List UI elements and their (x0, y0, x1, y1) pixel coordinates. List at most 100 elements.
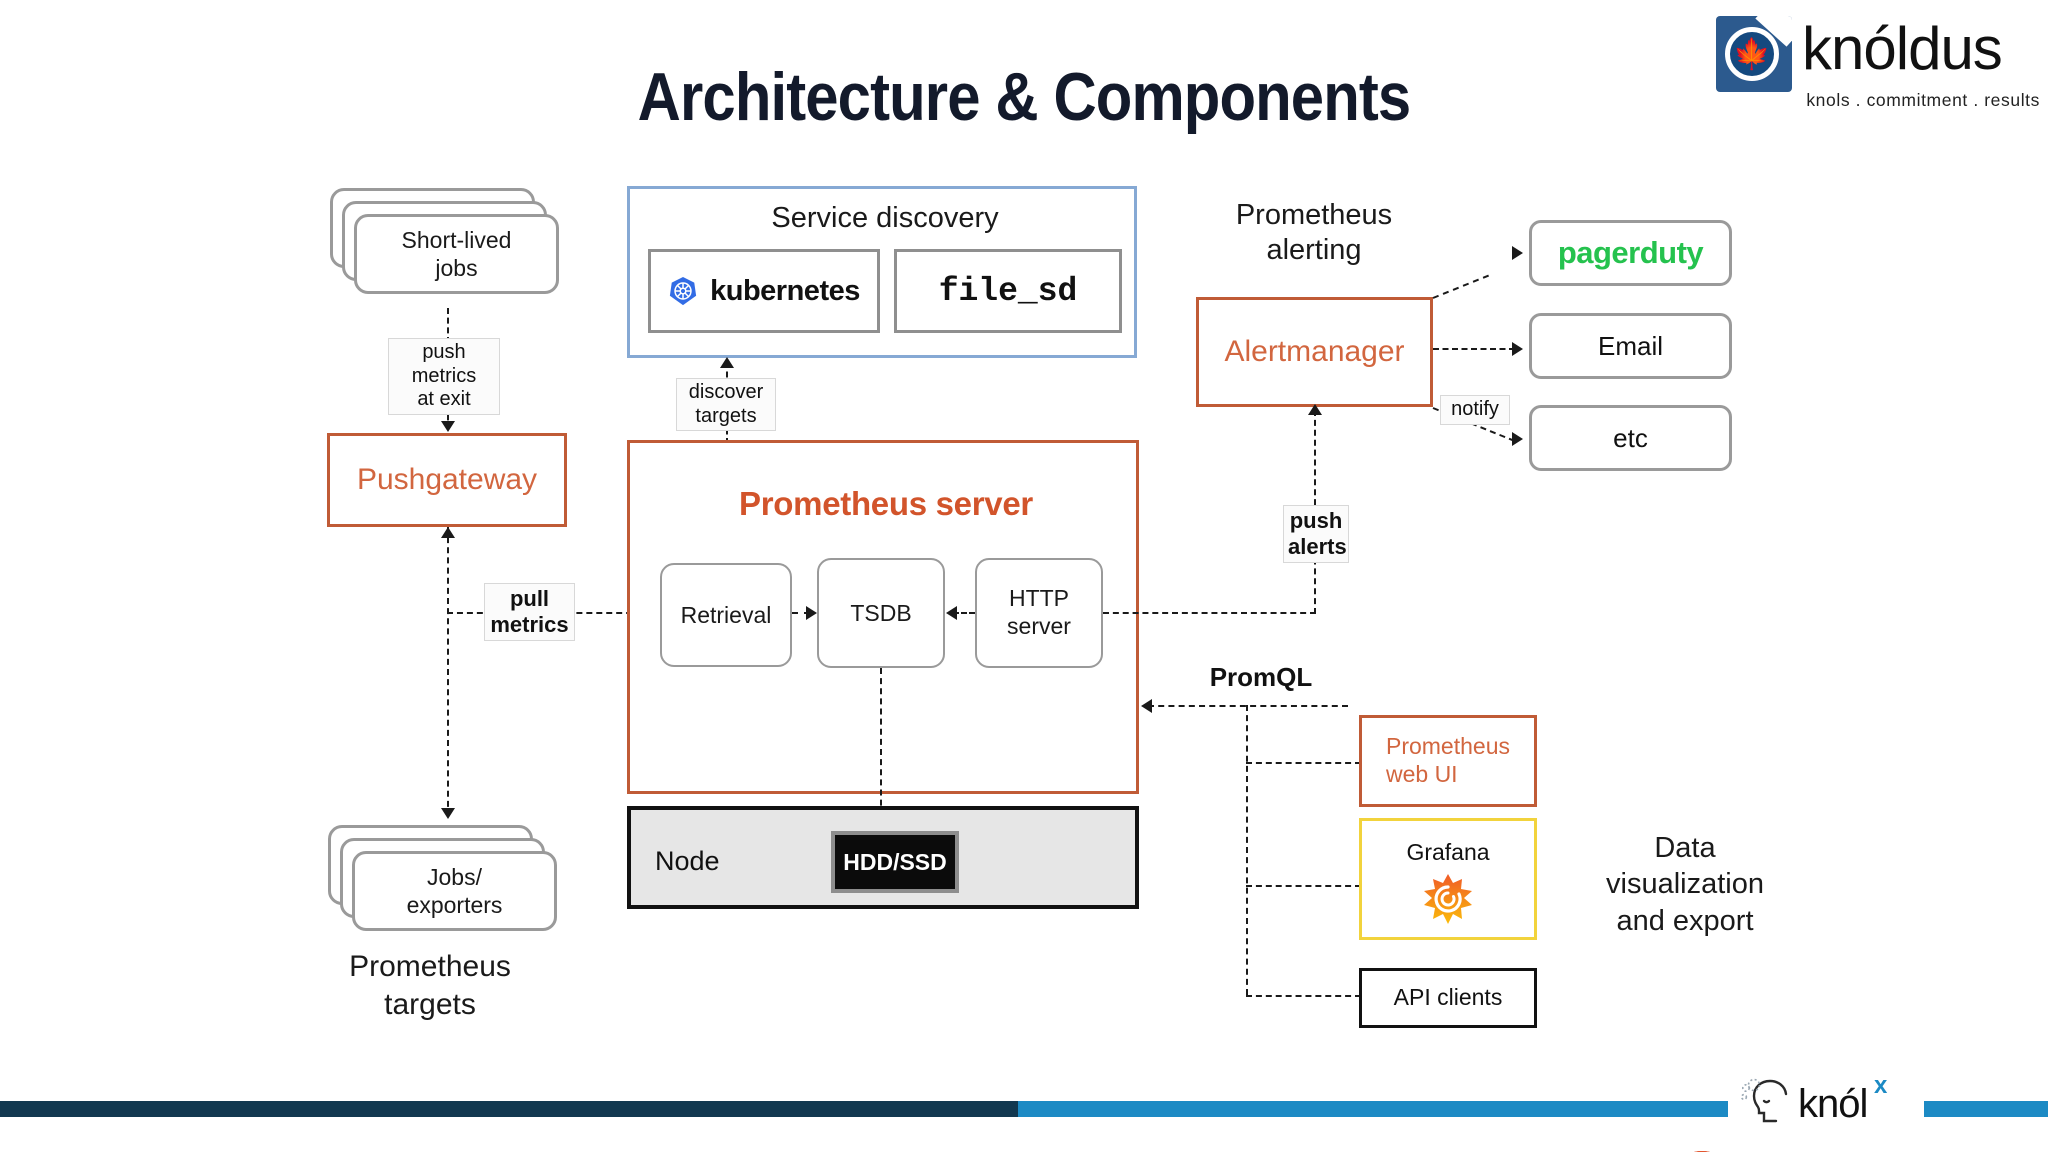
edge-http-to-alerts-horizontal (1103, 612, 1316, 614)
web-ui-line1: Prometheus (1385, 733, 1510, 760)
targets-caption-line1: Prometheus (349, 950, 511, 983)
discover-targets-line2: targets (695, 404, 757, 427)
pushgateway-box[interactable]: Pushgateway (327, 433, 567, 527)
page-title: Architecture & Components (637, 59, 1412, 135)
retrieval-label: Retrieval (680, 601, 772, 628)
arrowhead-right-etc (1512, 432, 1523, 446)
jobs-exporters-line2: exporters (406, 892, 503, 918)
alertmanager-label: Alertmanager (1224, 335, 1405, 368)
kubernetes-label: kubernetes (710, 274, 860, 307)
jobs-exporters-line1: Jobs/ (427, 863, 482, 890)
arrowhead-up-alertmanager (1308, 404, 1322, 415)
grafana-logo-icon (1420, 871, 1476, 927)
pull-metrics-line1: pull (509, 586, 550, 611)
email-label: Email (1597, 330, 1663, 361)
service-discovery-box: Service discovery (627, 186, 1137, 358)
edge-alertmanager-to-email (1433, 348, 1515, 350)
node-box: Node HDD/SSD (627, 806, 1139, 909)
maple-leaf-icon: 🍁 (1733, 37, 1771, 71)
arrowhead-down-pushgateway (441, 421, 455, 432)
edge-label-push-alerts: push alerts (1283, 505, 1349, 563)
edge-label-notify: notify (1440, 395, 1510, 425)
knolx-head-icon (1740, 1074, 1802, 1136)
alertmanager-box[interactable]: Alertmanager (1196, 297, 1433, 407)
edge-promql-to-grafana (1246, 885, 1361, 887)
alerting-title-line1: Prometheus (1235, 199, 1393, 231)
short-lived-jobs-card: Short-lived jobs (330, 188, 562, 306)
api-clients-label: API clients (1393, 984, 1503, 1011)
component-http-server[interactable]: HTTP server (975, 558, 1103, 668)
knoldus-logo: 🍁 knóldus knols . commitment . results (1710, 12, 2040, 120)
short-lived-jobs-line1: Short-lived (401, 226, 512, 253)
dataviz-line1: Data (1654, 832, 1716, 864)
service-discovery-item-kubernetes[interactable]: kubernetes (648, 249, 880, 333)
consumer-prometheus-web-ui[interactable]: Prometheus web UI (1359, 715, 1537, 807)
web-ui-line2: web UI (1385, 761, 1458, 787)
short-lived-jobs-line2: jobs (435, 255, 478, 281)
dataviz-line3: and export (1616, 904, 1754, 937)
receiver-email[interactable]: Email (1529, 313, 1732, 379)
prometheus-alerting-title: Prometheus alerting (1178, 198, 1450, 268)
arrowhead-right-pagerduty (1512, 246, 1523, 260)
storage-label: HDD/SSD (843, 848, 947, 875)
consumer-grafana[interactable]: Grafana (1359, 818, 1537, 940)
arrowhead-right-email (1512, 342, 1523, 356)
pagerduty-label: pagerduty (1557, 235, 1704, 270)
pull-metrics-line2: metrics (490, 611, 569, 637)
knoldus-circle-icon: 🍁 (1725, 27, 1779, 81)
prometheus-targets-caption: Prometheus targets (300, 948, 560, 1023)
grafana-label: Grafana (1406, 839, 1490, 866)
arrowhead-left-prometheus-server (1141, 699, 1152, 713)
edge-label-promql: PromQL (1209, 662, 1313, 692)
edge-retrieval-to-tsdb (792, 612, 810, 614)
component-retrieval[interactable]: Retrieval (660, 563, 792, 667)
receiver-etc[interactable]: etc (1529, 405, 1732, 471)
jobs-exporters-card: Jobs/ exporters (328, 825, 560, 943)
card-layer-front (354, 214, 559, 294)
kubernetes-helm-icon (668, 276, 698, 306)
targets-caption-line2: targets (384, 987, 476, 1021)
component-tsdb[interactable]: TSDB (817, 558, 945, 668)
edge-promql-to-api-clients (1246, 995, 1361, 997)
knoldus-wordmark: knóldus (1802, 15, 2003, 82)
knoldus-tagline: knols . commitment . results (1806, 90, 2040, 110)
alerting-title-line2: alerting (1266, 233, 1362, 266)
tsdb-label: TSDB (850, 599, 912, 626)
edge-label-push-metrics: push metrics at exit (388, 338, 500, 415)
consumer-api-clients[interactable]: API clients (1359, 968, 1537, 1028)
knolx-superscript-x: x (1874, 1072, 1888, 1099)
edge-alertmanager-to-pagerduty (1432, 274, 1490, 299)
push-metrics-line2: at exit (417, 388, 471, 411)
file-sd-label: file_sd (938, 272, 1078, 310)
card-layer-front (352, 851, 557, 931)
edge-tsdb-to-storage (880, 668, 882, 836)
edge-promql-to-webui (1246, 762, 1361, 764)
edge-promql-into-server (1148, 705, 1348, 707)
footer-bar-dark (0, 1101, 1018, 1117)
jobs-exporters-label: Jobs/ exporters (352, 851, 557, 931)
edge-label-pull-metrics: pull metrics (484, 583, 575, 641)
push-alerts-line2: alerts (1288, 533, 1347, 559)
node-label: Node (655, 846, 720, 876)
etc-label: etc (1613, 422, 1648, 453)
storage-hdd-ssd: HDD/SSD (831, 831, 959, 893)
arrowhead-up-service-discovery (720, 357, 734, 368)
arrowhead-right-tsdb (806, 606, 817, 620)
edge-label-discover-targets: discover targets (676, 378, 776, 432)
knolx-logo: knól x (1728, 1058, 1924, 1152)
arrowhead-left-tsdb (946, 606, 957, 620)
discover-targets-line1: discover (688, 381, 764, 403)
edge-http-to-tsdb (953, 612, 975, 614)
short-lived-jobs-label: Short-lived jobs (354, 214, 559, 294)
edge-promql-bus (1246, 705, 1248, 995)
arrowhead-down-jobs (441, 808, 455, 819)
receiver-pagerduty[interactable]: pagerduty (1529, 220, 1732, 286)
edge-pull-metrics-vertical (447, 527, 449, 817)
http-server-line2: server (1007, 613, 1071, 639)
service-discovery-item-file-sd[interactable]: file_sd (894, 249, 1122, 333)
arrowhead-up-pushgateway (441, 527, 455, 538)
push-metrics-line1: push metrics (411, 341, 477, 387)
service-discovery-title: Service discovery (771, 202, 999, 234)
push-alerts-line1: push (1289, 508, 1343, 533)
